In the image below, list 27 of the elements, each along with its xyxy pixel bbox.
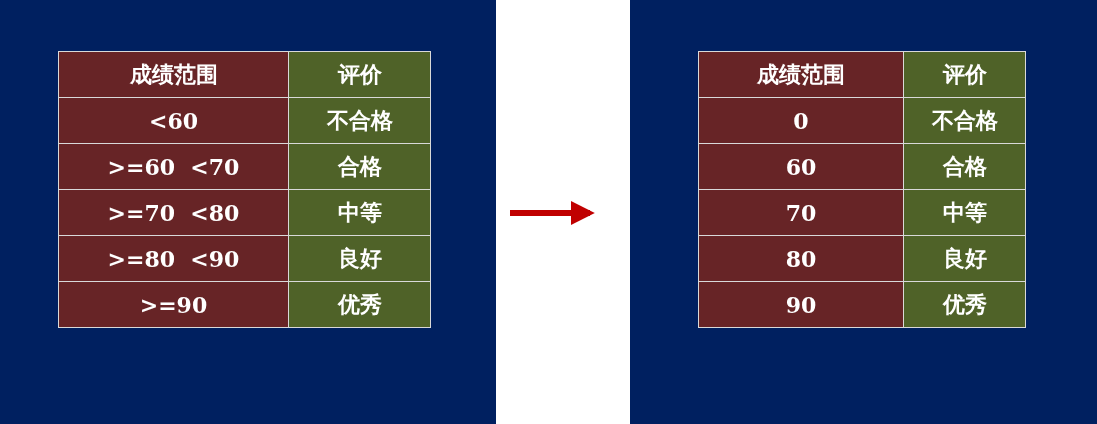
table-cell: 优秀 xyxy=(903,281,1026,328)
table-cell: 90 xyxy=(698,281,904,328)
table-cell: 优秀 xyxy=(288,281,431,328)
table-cell: 不合格 xyxy=(288,97,431,144)
table-cell: 评价 xyxy=(288,51,431,98)
panel-background xyxy=(630,0,1097,424)
table-cell: <60 xyxy=(58,97,289,144)
table-cell: 良好 xyxy=(288,235,431,282)
table-cell: >=70 <80 xyxy=(58,189,289,236)
table-cell: >=80 <90 xyxy=(58,235,289,282)
table-cell: >=90 xyxy=(58,281,289,328)
table-cell: 良好 xyxy=(903,235,1026,282)
table-cell: 合格 xyxy=(903,143,1026,190)
arrow xyxy=(510,201,595,225)
table-cell: 不合格 xyxy=(903,97,1026,144)
table-cell: 成绩范围 xyxy=(698,51,904,98)
table-cell: >=60 <70 xyxy=(58,143,289,190)
table-cell: 合格 xyxy=(288,143,431,190)
table-cell: 成绩范围 xyxy=(58,51,289,98)
table-cell: 0 xyxy=(698,97,904,144)
table-cell: 中等 xyxy=(288,189,431,236)
panel-background xyxy=(0,0,496,424)
table-cell: 60 xyxy=(698,143,904,190)
table-cell: 80 xyxy=(698,235,904,282)
table-cell: 中等 xyxy=(903,189,1026,236)
table-cell: 70 xyxy=(698,189,904,236)
table-cell: 评价 xyxy=(903,51,1026,98)
